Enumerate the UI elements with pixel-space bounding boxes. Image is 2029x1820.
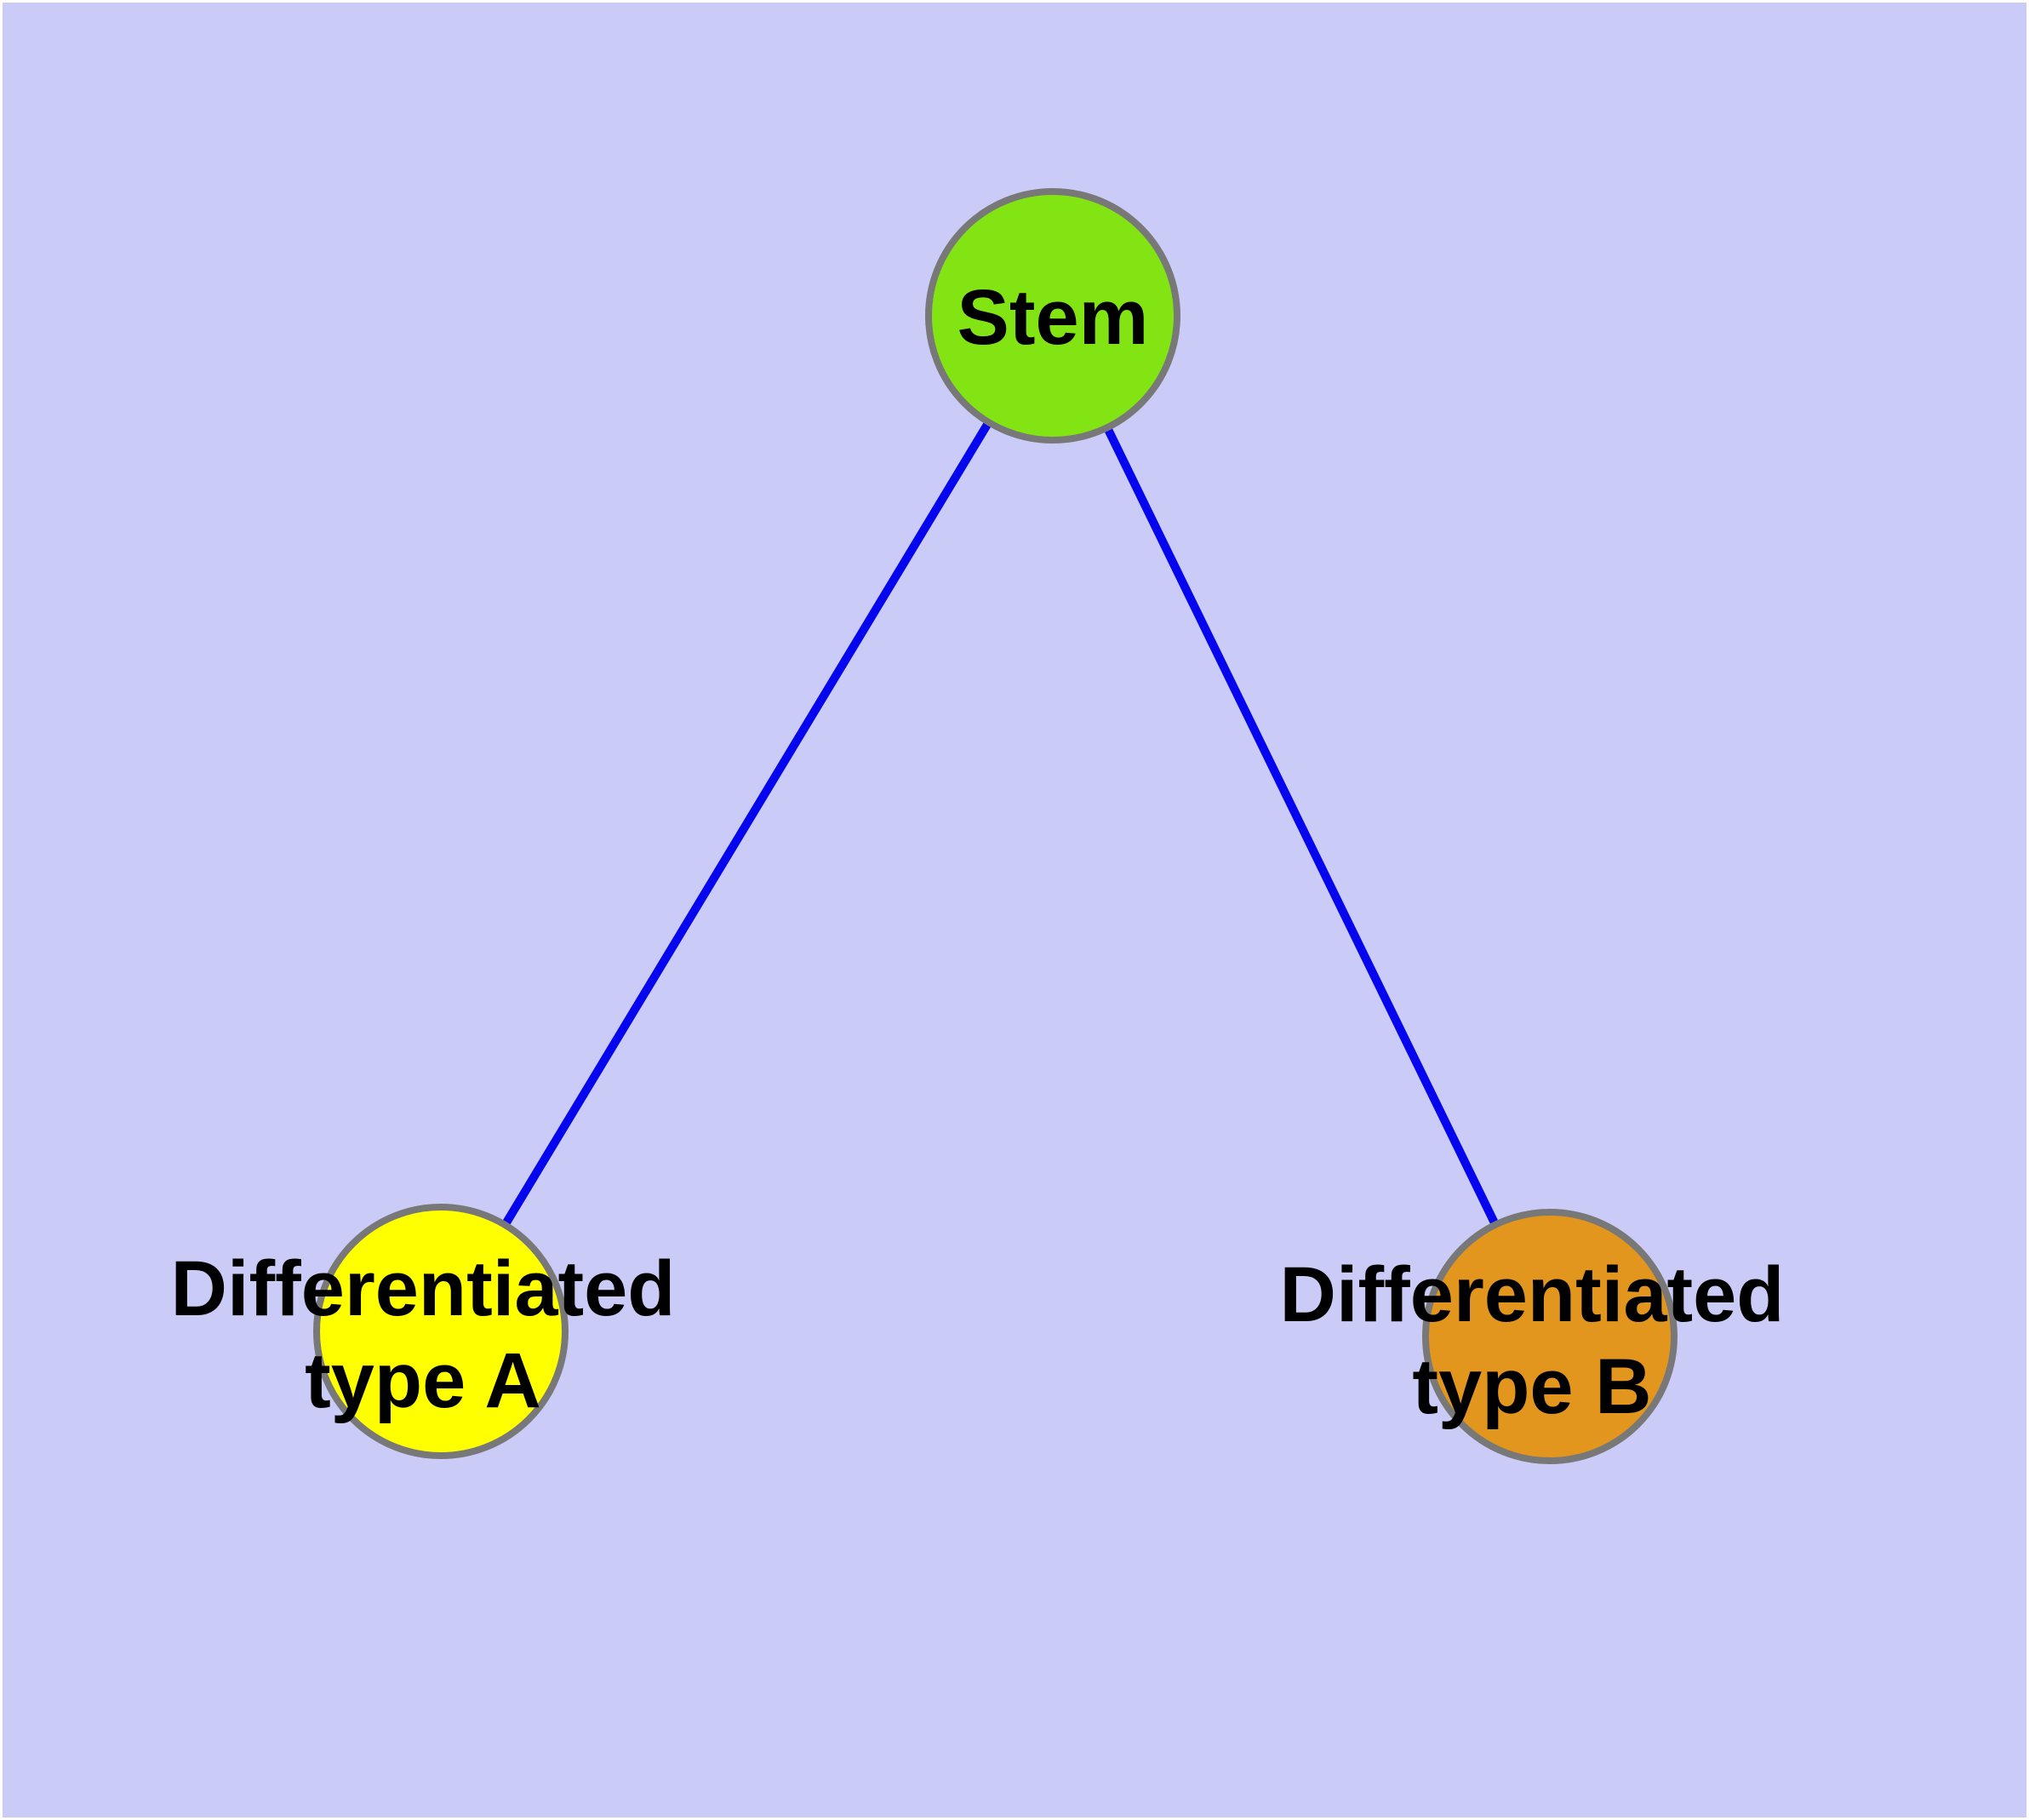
edge-stem-to-type-b	[1049, 313, 1554, 1339]
node-type-a-circle	[313, 1204, 569, 1459]
node-type-b-label-line2: type B	[1412, 1343, 1651, 1430]
edge-stem-to-type-a	[437, 313, 1057, 1334]
node-type-b-label-line1: Differentiated	[1280, 1251, 1785, 1338]
node-differentiated-type-b: Differentiated type B	[1280, 1209, 1785, 1464]
node-type-b-circle	[1422, 1209, 1677, 1464]
node-stem-circle	[925, 188, 1180, 444]
node-stem: Stem	[925, 188, 1180, 444]
node-stem-label: Stem	[957, 274, 1149, 361]
node-differentiated-type-a: Differentiated type A	[171, 1204, 676, 1459]
node-type-a-label-line1: Differentiated	[171, 1245, 676, 1332]
node-type-a-label-line2: type A	[305, 1337, 541, 1424]
